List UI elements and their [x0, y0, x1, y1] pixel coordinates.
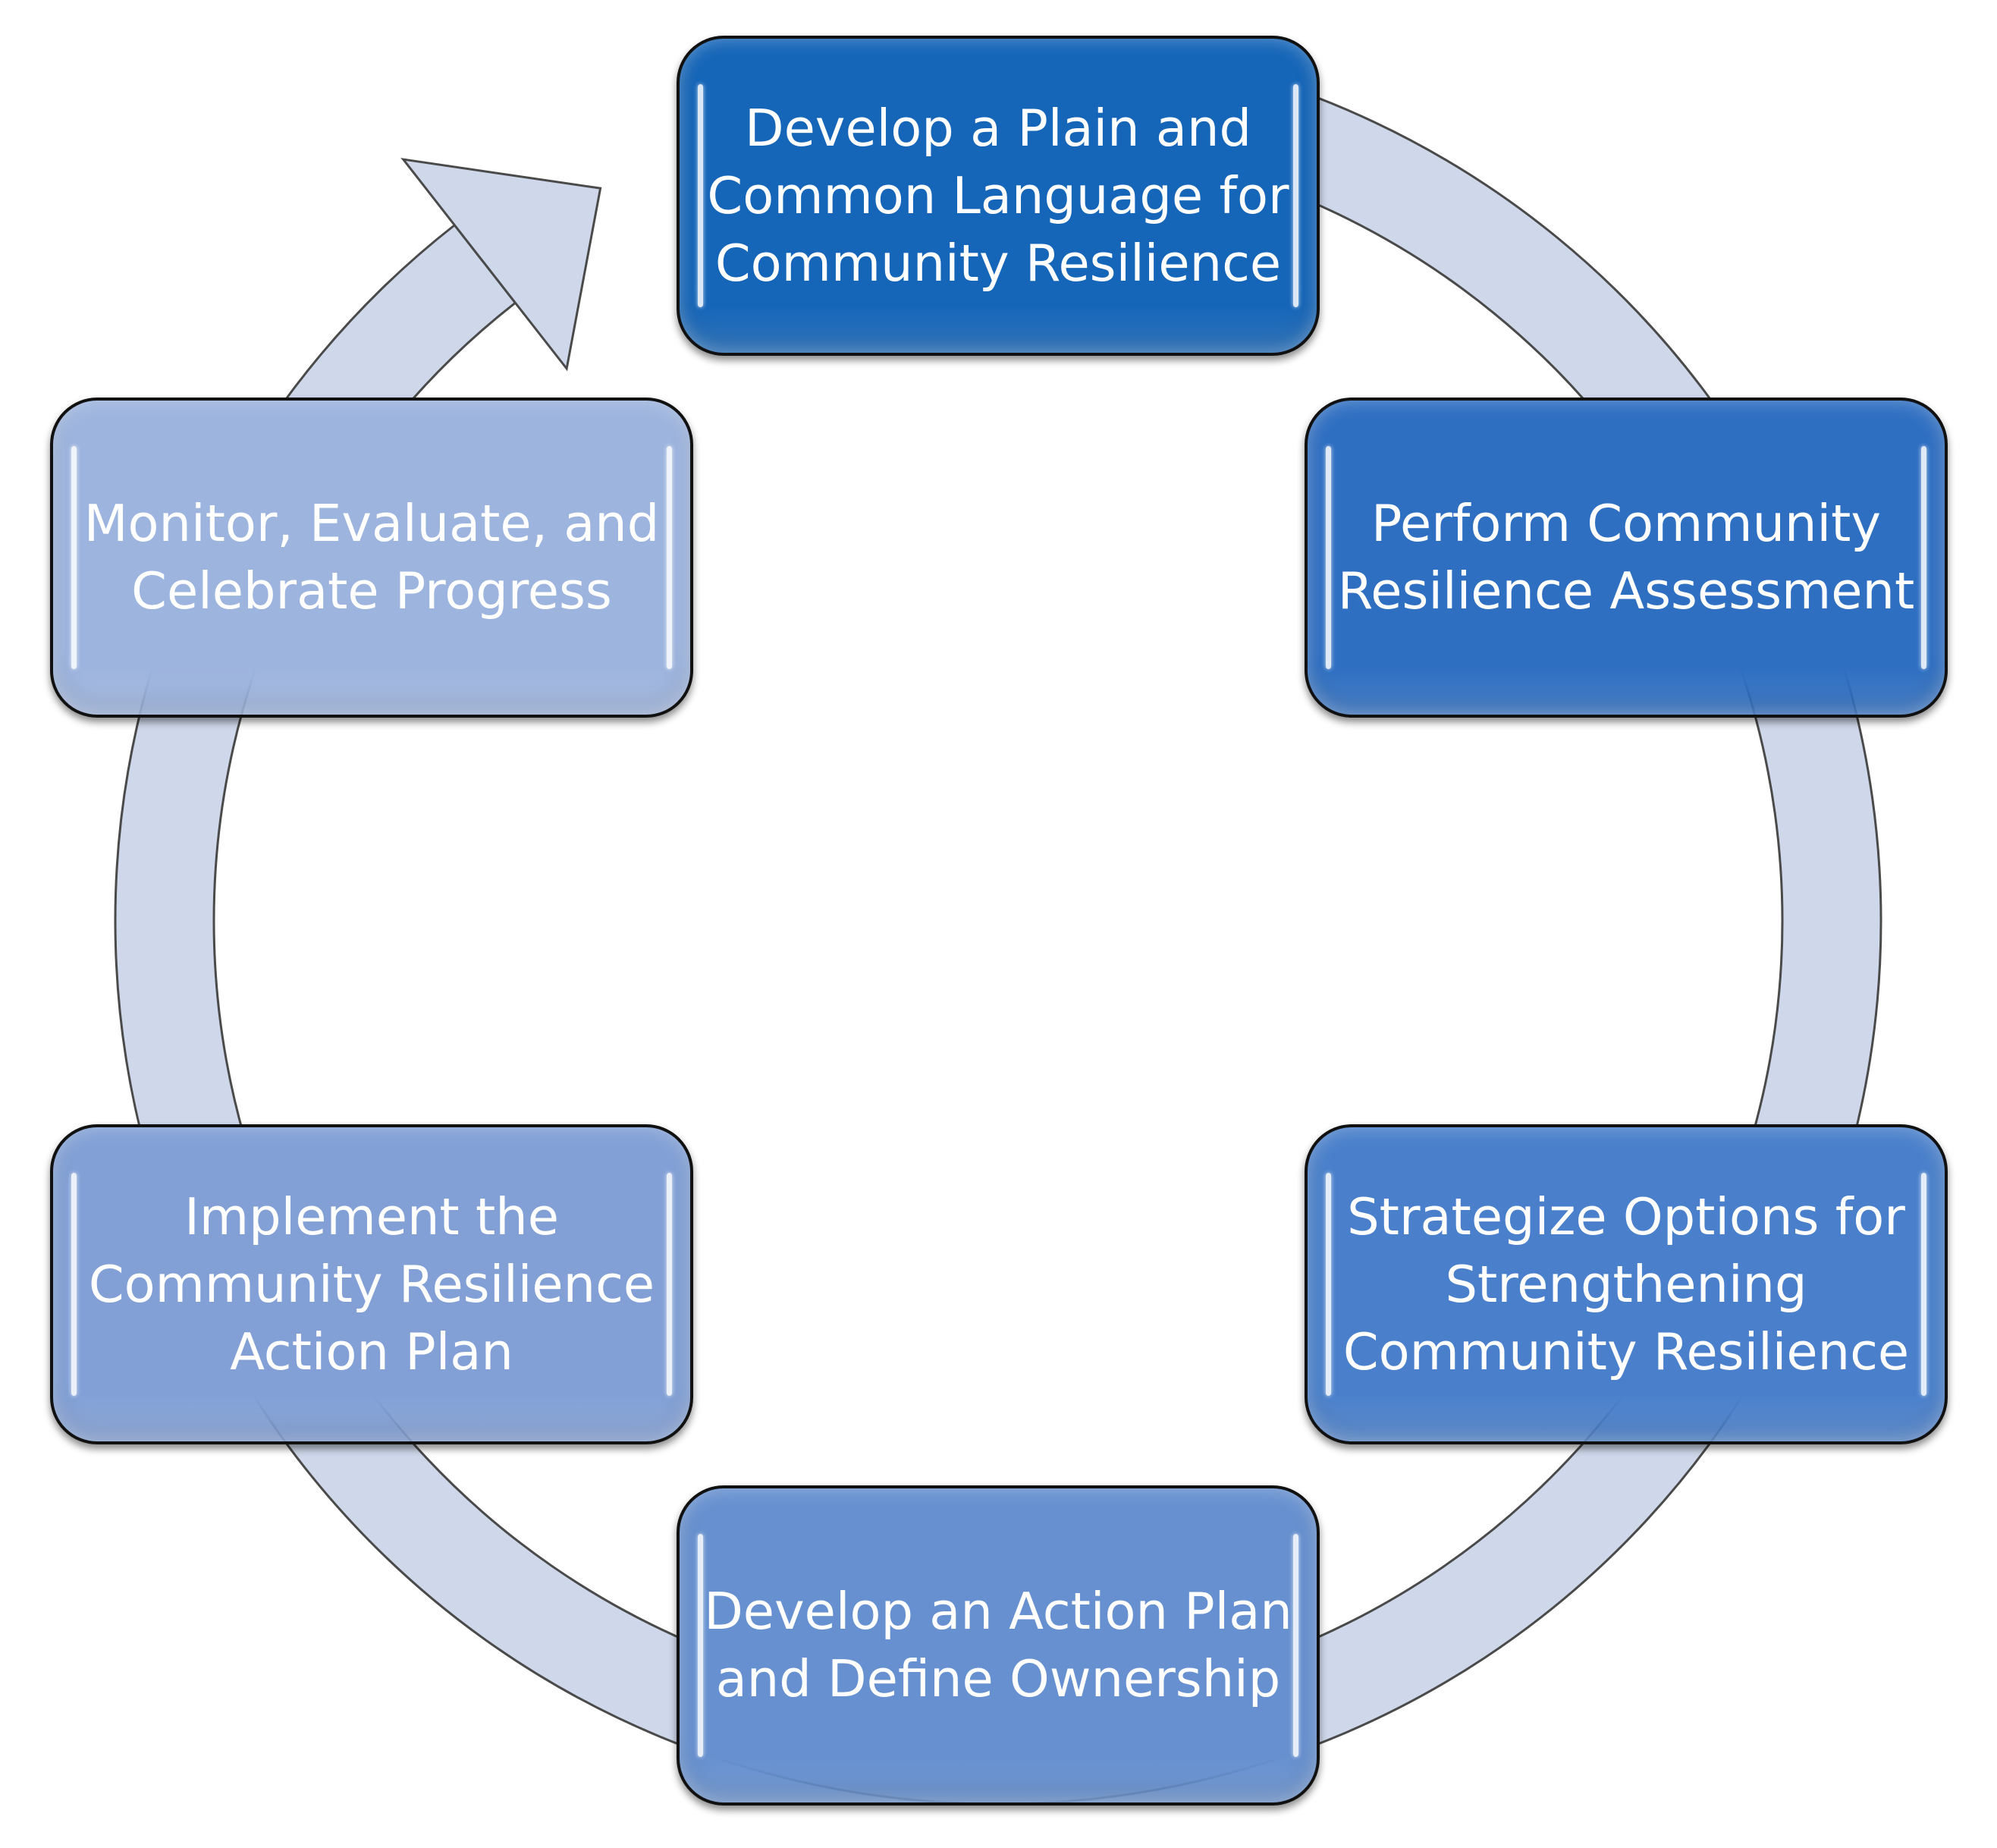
step-2-label: Perform Community Resilience Assessment: [1337, 494, 1915, 621]
step-6-label: Monitor, Evaluate, and Celebrate Progres…: [83, 494, 660, 621]
step-develop-common-language: Develop a Plain and Common Language for …: [677, 36, 1320, 356]
cycle-arrow-head-icon: [400, 158, 602, 372]
step-5-label: Implement the Community Resilience Actio…: [88, 1186, 655, 1381]
step-4-label: Develop an Action Plan and Define Owners…: [704, 1582, 1292, 1708]
step-1-label: Develop a Plain and Common Language for …: [707, 98, 1289, 293]
step-3-label: Strategize Options for Strengthening Com…: [1342, 1186, 1910, 1381]
step-strategize-options: Strategize Options for Strengthening Com…: [1305, 1124, 1948, 1444]
step-develop-action-plan: Develop an Action Plan and Define Owners…: [677, 1485, 1320, 1806]
step-implement-plan: Implement the Community Resilience Actio…: [50, 1124, 693, 1444]
step-perform-assessment: Perform Community Resilience Assessment: [1305, 398, 1948, 718]
step-monitor-evaluate: Monitor, Evaluate, and Celebrate Progres…: [50, 398, 693, 718]
